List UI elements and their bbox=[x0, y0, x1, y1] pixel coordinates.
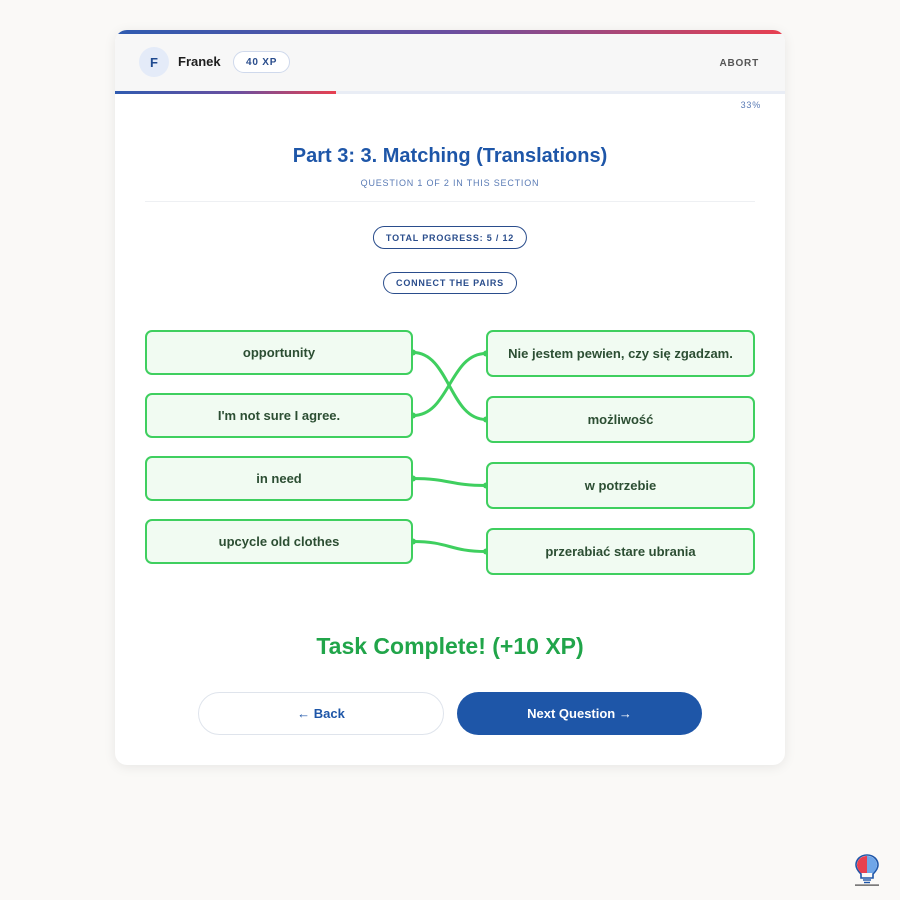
back-button[interactable]: ← Back bbox=[198, 692, 444, 735]
connector-line-1 bbox=[412, 352, 487, 417]
avatar: F bbox=[139, 47, 169, 77]
lightbulb-logo-icon bbox=[855, 854, 879, 886]
xp-badge: 40 XP bbox=[233, 51, 291, 73]
right-item-przerabiac[interactable]: przerabiać stare ubrania bbox=[486, 528, 755, 575]
progress-bar bbox=[115, 91, 785, 94]
matching-area: opportunity I'm not sure I agree. in nee… bbox=[115, 320, 785, 580]
left-item-opportunity[interactable]: opportunity bbox=[145, 330, 413, 375]
left-item-upcycle[interactable]: upcycle old clothes bbox=[145, 519, 413, 564]
right-item-mozliwosc[interactable]: możliwość bbox=[486, 396, 755, 443]
total-progress-badge: TOTAL PROGRESS: 5 / 12 bbox=[372, 226, 528, 249]
header-bar: F Franek 40 XP ABORT bbox=[115, 34, 785, 91]
next-question-button[interactable]: Next Question → bbox=[457, 692, 702, 735]
instruction-badge: CONNECT THE PAIRS bbox=[383, 272, 517, 294]
right-item-nie-jestem[interactable]: Nie jestem pewien, czy się zgadzam. bbox=[486, 330, 755, 377]
question-counter: QUESTION 1 OF 2 IN THIS SECTION bbox=[360, 178, 540, 188]
right-item-w-potrzebie[interactable]: w potrzebie bbox=[486, 462, 755, 509]
top-gradient-stripe bbox=[115, 30, 785, 34]
connector-line-3 bbox=[412, 540, 487, 553]
connector-line-2 bbox=[412, 477, 487, 487]
left-item-not-sure[interactable]: I'm not sure I agree. bbox=[145, 393, 413, 438]
left-item-in-need[interactable]: in need bbox=[145, 456, 413, 501]
abort-button[interactable]: ABORT bbox=[719, 58, 759, 69]
page-title: Part 3: 3. Matching (Translations) bbox=[292, 145, 608, 167]
task-complete-message: Task Complete! (+10 XP) bbox=[316, 633, 584, 659]
progress-bar-fill bbox=[115, 91, 337, 94]
divider bbox=[145, 201, 755, 202]
progress-percent: 33% bbox=[740, 100, 761, 110]
quiz-card: F Franek 40 XP ABORT 33% Part 3: 3. Matc… bbox=[115, 30, 785, 765]
username: Franek bbox=[178, 54, 221, 69]
